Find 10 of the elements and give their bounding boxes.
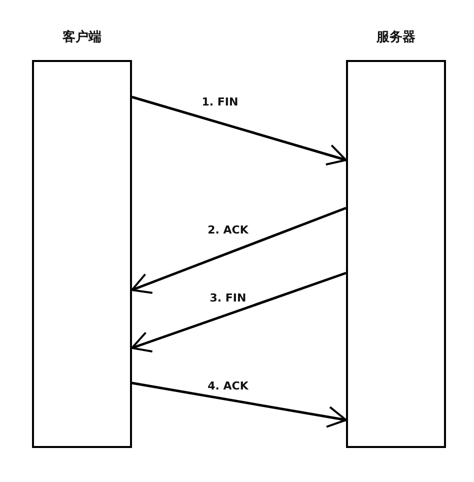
edge-label: 3. FIN [208,292,248,304]
edge-label: 1. FIN [200,96,240,108]
message-arrow [132,96,347,166]
column-heading: 客户端 [62,28,102,46]
edge-label: 2. ACK [206,224,250,236]
message-arrow [132,382,347,428]
message-arrow [131,272,346,352]
message-arrow [131,206,346,294]
edge-label: 4. ACK [206,380,250,392]
column-heading: 服务器 [375,29,416,46]
